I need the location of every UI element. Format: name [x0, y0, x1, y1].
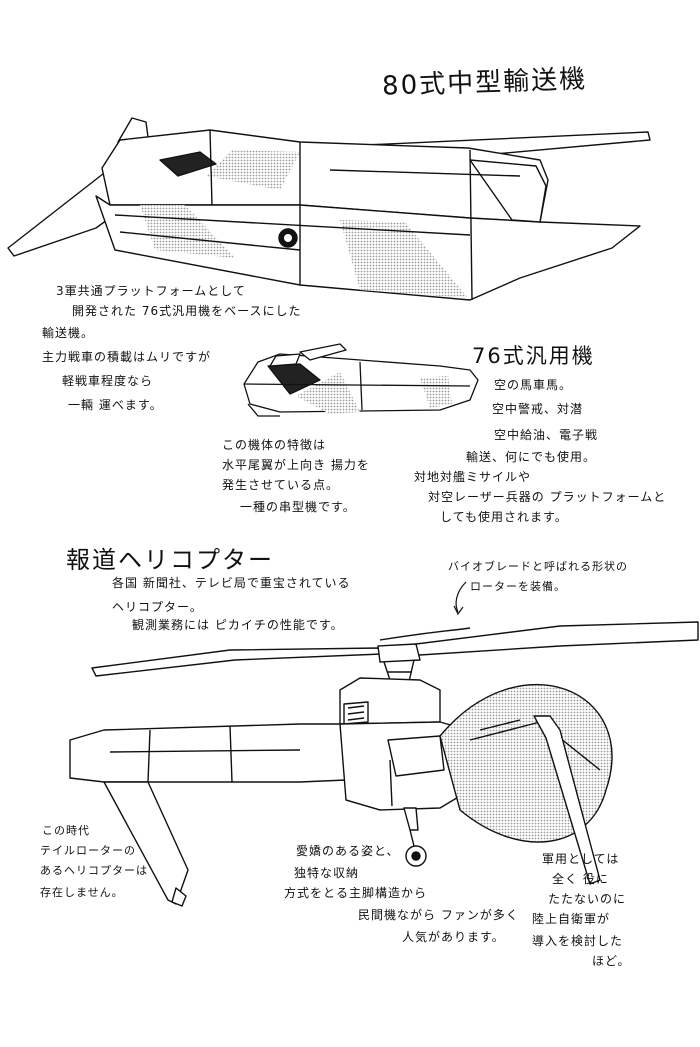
note-line: 独特な収納: [294, 866, 360, 880]
note-line: 全く 役に: [552, 872, 609, 886]
note-line: 開発された 76式汎用機をベースにした: [72, 304, 302, 318]
note-line: 民間機ながら ファンが多く: [358, 908, 519, 922]
utility-aircraft-drawing: [243, 343, 479, 417]
note-line: バイオブレードと呼ばれる形状の: [448, 560, 628, 573]
note-line: 対地対艦ミサイルや: [414, 470, 532, 484]
note-line: 観測業務には ピカイチの性能です。: [132, 618, 344, 632]
note-line: この機体の特徴は: [222, 438, 327, 452]
note-line: 人気があります。: [402, 930, 505, 944]
note-line: 一種の串型機です。: [240, 500, 356, 514]
transport-aircraft-drawing: [7, 117, 651, 301]
note-line: 軍用としては: [542, 852, 620, 866]
note-line: ほど。: [592, 954, 631, 968]
note-line: 3軍共通プラットフォームとして: [56, 284, 246, 298]
note-line: 一輛 運べます。: [68, 398, 163, 412]
note-line: 各国 新聞社、テレビ局で重宝されている: [112, 576, 351, 590]
note-line: 方式をとる主脚構造から: [284, 886, 428, 900]
note-line: 輸送機。: [42, 326, 95, 340]
note-line: 陸上自衛軍が: [532, 912, 611, 926]
note-line: この時代: [42, 824, 90, 837]
title-utility: 76式汎用機: [472, 344, 595, 368]
note-line: 水平尾翼が上向き 揚力を: [222, 458, 370, 472]
note-line: 愛嬌のある姿と、: [296, 844, 400, 858]
title-helicopter: 報道ヘリコプター: [66, 546, 274, 574]
note-line: 主力戦車の積載はムリですが: [42, 350, 212, 364]
note-line: 空中警戒、対潜: [492, 402, 584, 416]
note-line: 存在しません。: [40, 886, 124, 899]
note-line: 空中給油、電子戦: [494, 428, 599, 442]
note-line: 対空レーザー兵器の プラットフォームと: [428, 490, 667, 504]
note-line: 導入を検討した: [532, 934, 624, 948]
title-transport: 80式中型輸送機: [381, 64, 588, 102]
helicopter-drawing: [69, 621, 699, 907]
note-line: テイルローターの: [40, 844, 136, 857]
note-line: 輸送、何にでも使用。: [466, 450, 597, 464]
note-line: 軽戦車程度なら: [62, 374, 154, 388]
note-line: 発生させている点。: [222, 478, 340, 492]
note-line: あるヘリコプターは: [40, 864, 148, 877]
note-line: しても使用されます。: [440, 510, 568, 524]
note-line: ヘリコプター。: [112, 600, 203, 614]
note-line: たたないのに: [548, 892, 627, 906]
note-line: ローターを装備。: [470, 580, 566, 593]
rotor-callout-arrow: [453, 581, 467, 616]
note-line: 空の馬車馬。: [494, 378, 573, 392]
